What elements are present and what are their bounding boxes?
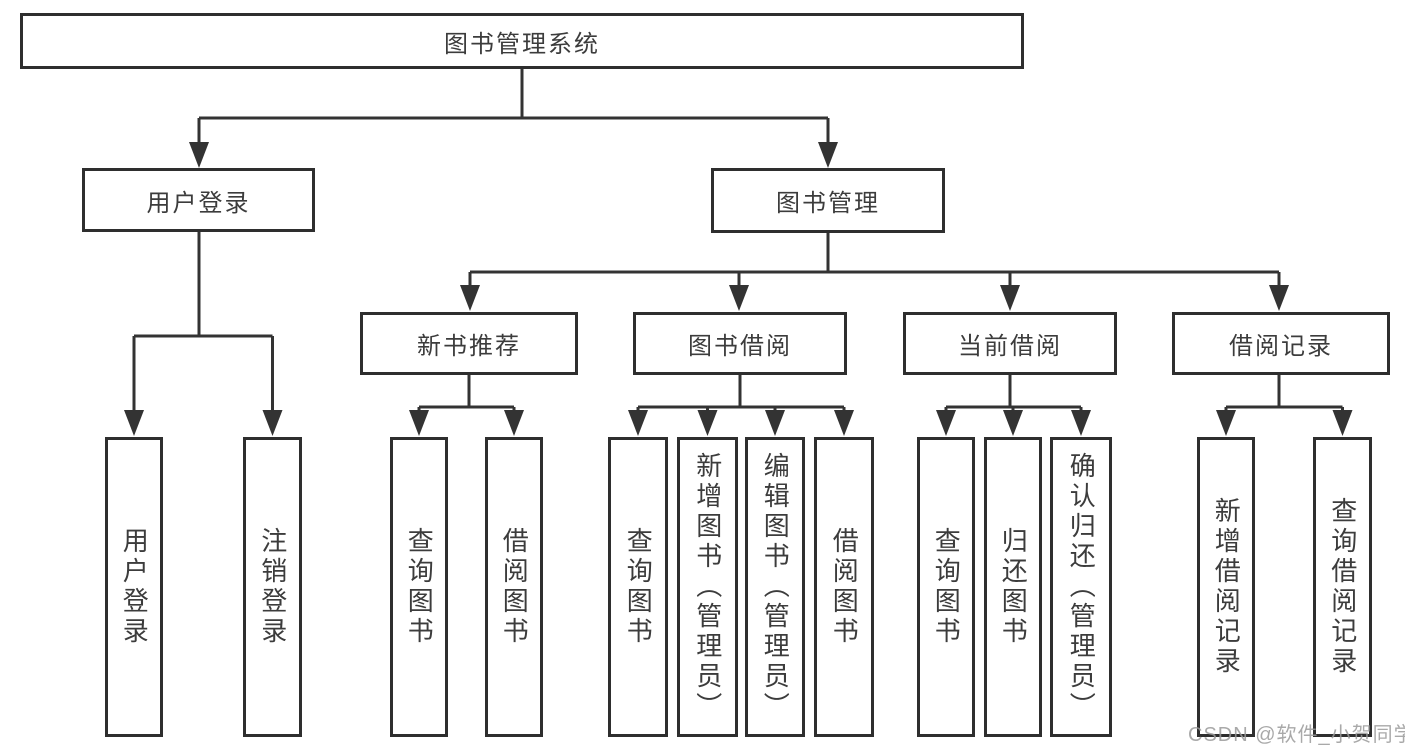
leaf-borrow-add-books: 新增图书（管理员） <box>677 437 738 737</box>
leaf-borrow-edit-books-label: 编辑图书（管理员） <box>760 452 791 722</box>
leaf-borrow-query-books-label: 查询图书 <box>623 527 654 647</box>
leaf-current-query-books: 查询图书 <box>917 437 975 737</box>
node-book-borrow: 图书借阅 <box>633 312 847 375</box>
node-borrow-records: 借阅记录 <box>1172 312 1390 375</box>
leaf-borrow-add-books-label: 新增图书（管理员） <box>692 452 723 722</box>
node-new-book-recommend-label: 新书推荐 <box>417 333 521 360</box>
leaf-current-return-books: 归还图书 <box>984 437 1042 737</box>
node-user-login: 用户登录 <box>82 168 315 232</box>
csdn-watermark: CSDN @软件_小贺同学 <box>1188 724 1405 746</box>
leaf-records-add-record: 新增借阅记录 <box>1197 437 1255 737</box>
node-book-borrow-label: 图书借阅 <box>688 333 792 360</box>
node-borrow-records-label: 借阅记录 <box>1229 333 1333 360</box>
leaf-borrow-borrow-books: 借阅图书 <box>814 437 874 737</box>
leaf-rec-query-books: 查询图书 <box>390 437 448 737</box>
leaf-user-login: 用户登录 <box>105 437 163 737</box>
node-book-management-label: 图书管理 <box>776 190 880 217</box>
leaf-records-query-record-label: 查询借阅记录 <box>1327 497 1358 677</box>
leaf-rec-borrow-books: 借阅图书 <box>485 437 543 737</box>
leaf-borrow-edit-books: 编辑图书（管理员） <box>745 437 805 737</box>
leaf-records-query-record: 查询借阅记录 <box>1313 437 1372 737</box>
leaf-current-query-books-label: 查询图书 <box>931 527 962 647</box>
leaf-borrow-query-books: 查询图书 <box>608 437 668 737</box>
leaf-current-confirm-return-label: 确认归还（管理员） <box>1066 452 1097 722</box>
leaf-borrow-borrow-books-label: 借阅图书 <box>829 527 860 647</box>
node-library-system-label: 图书管理系统 <box>444 30 600 58</box>
leaf-logout-label: 注销登录 <box>257 527 288 647</box>
node-new-book-recommend: 新书推荐 <box>360 312 578 375</box>
leaf-rec-query-books-label: 查询图书 <box>404 527 435 647</box>
leaf-records-add-record-label: 新增借阅记录 <box>1211 497 1242 677</box>
node-library-system: 图书管理系统 <box>20 13 1024 69</box>
leaf-current-confirm-return: 确认归还（管理员） <box>1050 437 1112 737</box>
leaf-user-login-label: 用户登录 <box>119 527 150 647</box>
leaf-rec-borrow-books-label: 借阅图书 <box>499 527 530 647</box>
leaf-current-return-books-label: 归还图书 <box>998 527 1029 647</box>
node-book-management: 图书管理 <box>711 168 945 233</box>
node-user-login-label: 用户登录 <box>146 189 251 217</box>
node-current-borrow-label: 当前借阅 <box>958 333 1062 360</box>
leaf-logout: 注销登录 <box>243 437 302 737</box>
node-current-borrow: 当前借阅 <box>903 312 1117 375</box>
